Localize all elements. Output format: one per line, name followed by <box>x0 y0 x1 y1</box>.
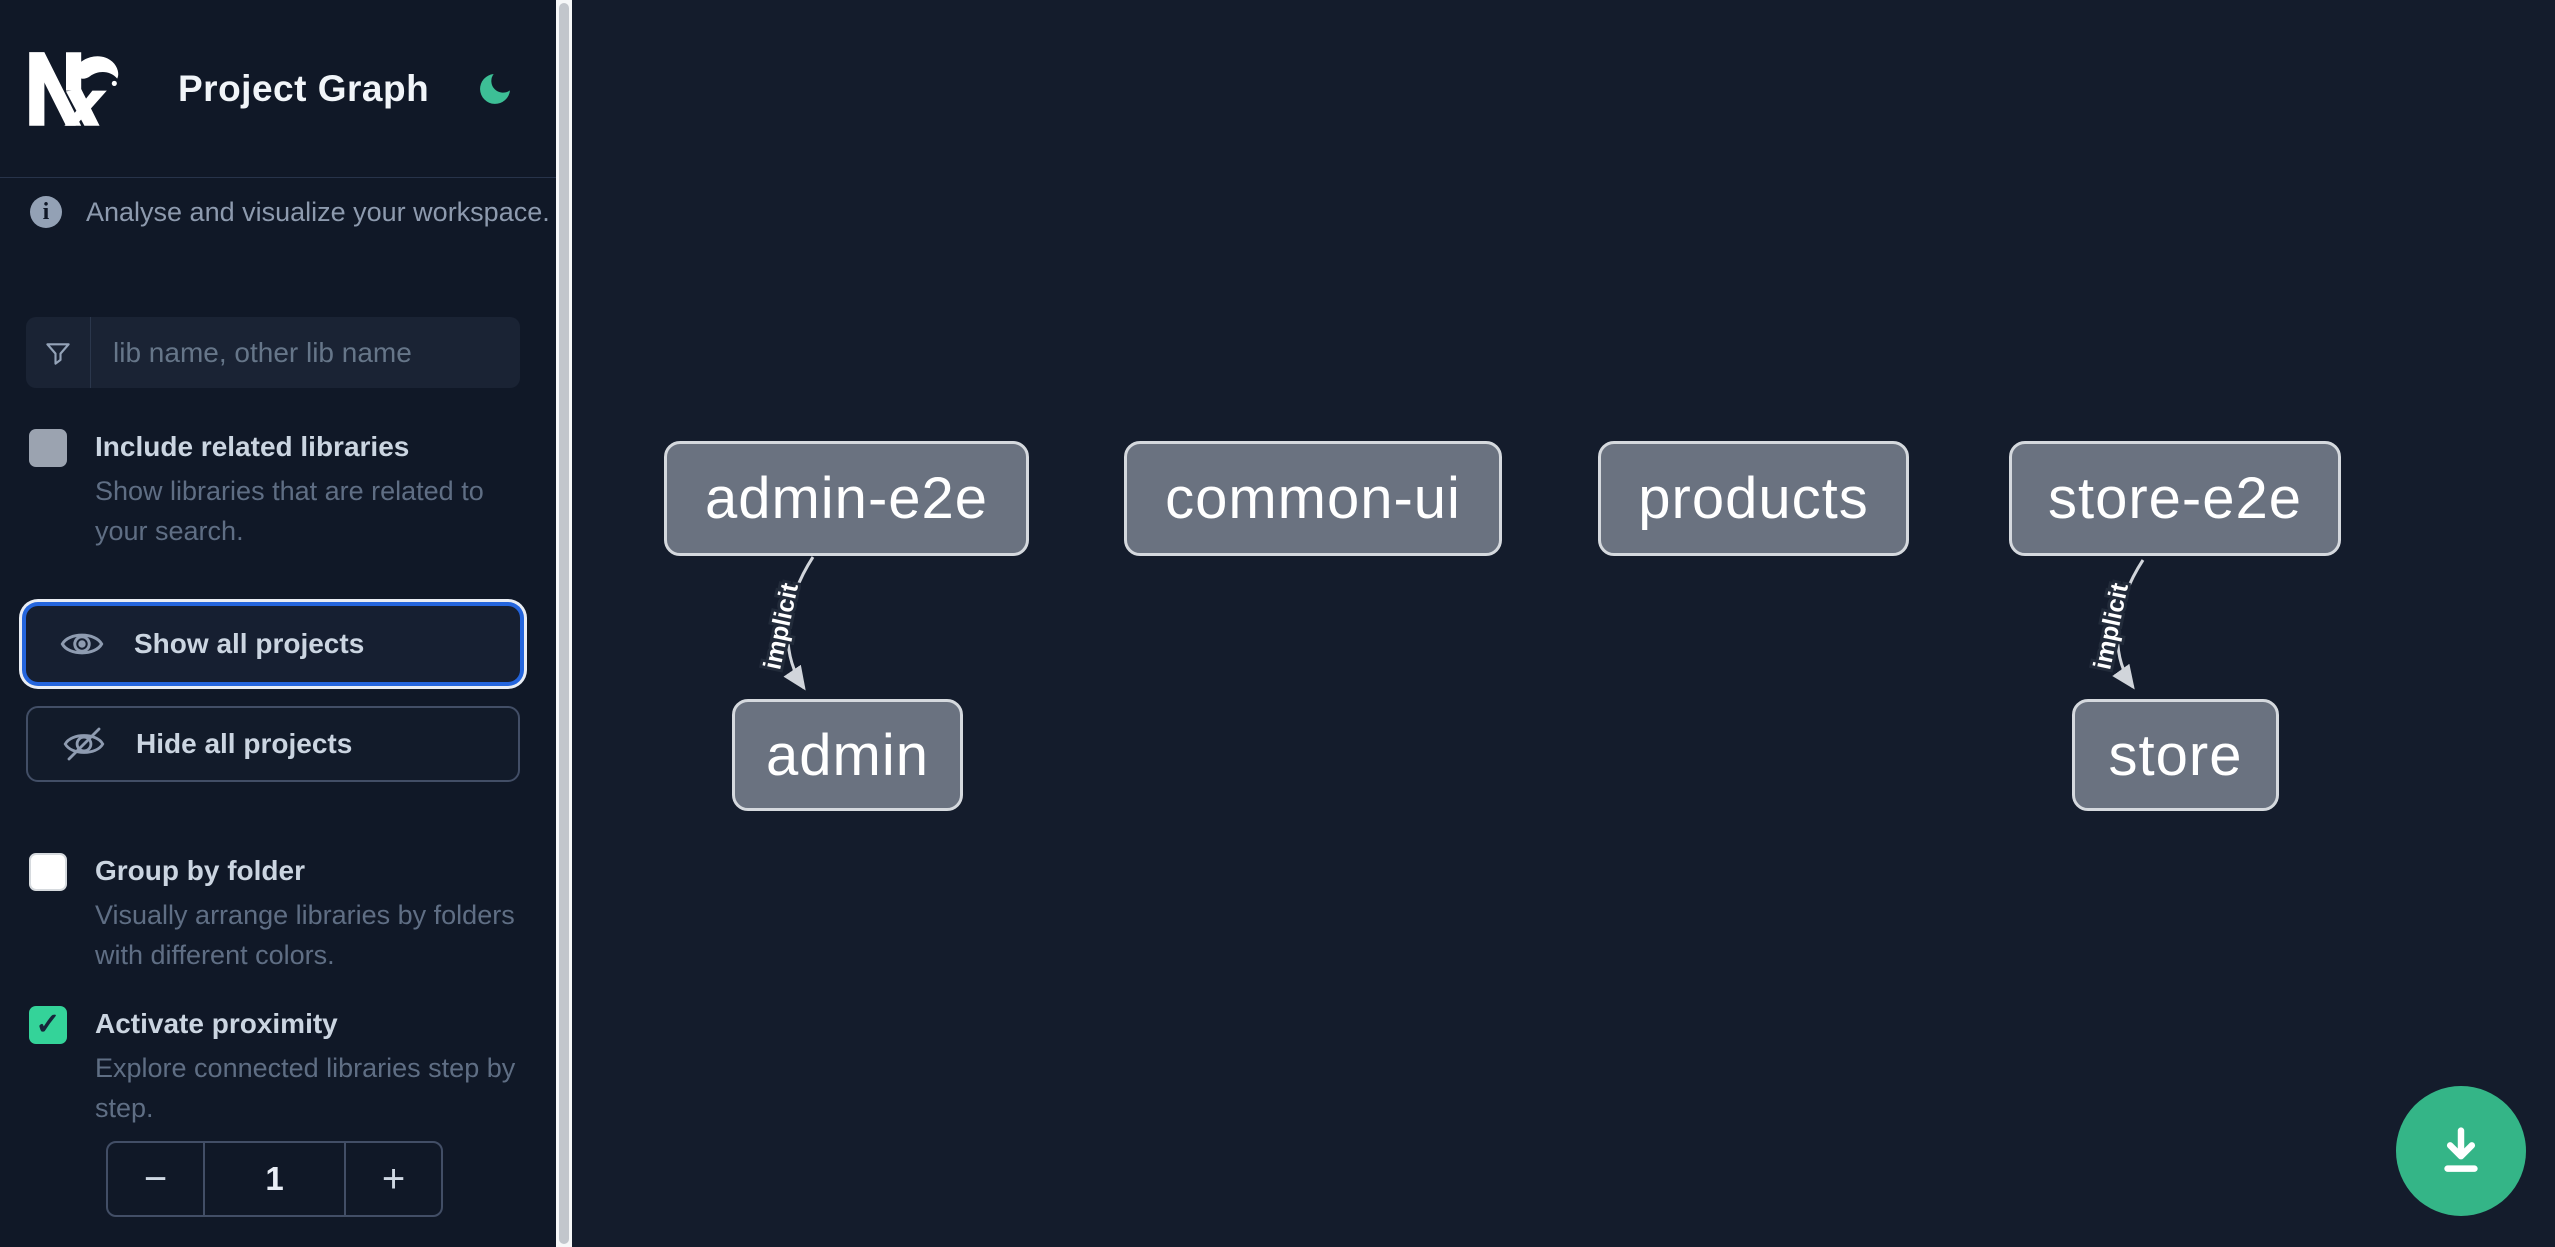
option-description: Show libraries that are related to your … <box>95 476 484 546</box>
decrement-button[interactable]: − <box>108 1143 205 1215</box>
project-node-admin-e2e[interactable]: admin-e2e <box>664 441 1029 556</box>
download-icon <box>2430 1119 2492 1184</box>
eye-off-icon <box>62 727 106 761</box>
theme-toggle-button[interactable] <box>475 69 515 109</box>
sidebar-header: Project Graph <box>0 0 556 178</box>
dependency-edges: implicit implicit <box>755 556 2145 691</box>
graph-canvas[interactable]: implicit implicit admin-e2e common-ui pr… <box>572 0 2555 1247</box>
option-label: Group by folder <box>95 855 305 886</box>
project-node-store[interactable]: store <box>2072 699 2279 811</box>
option-description: Visually arrange libraries by folders wi… <box>95 900 515 970</box>
edge-store-e2e-store[interactable] <box>2112 559 2145 690</box>
download-image-button[interactable] <box>2396 1086 2526 1216</box>
info-icon: i <box>30 196 62 228</box>
option-description: Explore connected libraries step by step… <box>95 1053 516 1123</box>
project-node-common-ui[interactable]: common-ui <box>1124 441 1502 556</box>
option-activate-proximity: Activate proximity Explore connected lib… <box>29 1004 529 1128</box>
nx-logo <box>26 47 122 131</box>
page-title: Project Graph <box>178 67 430 109</box>
checkbox-include-related-libraries[interactable] <box>29 429 67 467</box>
workspace-info: i Analyse and visualize your workspace. <box>30 196 550 228</box>
option-label: Include related libraries <box>95 431 410 462</box>
project-node-store-e2e[interactable]: store-e2e <box>2009 441 2341 556</box>
show-all-projects-label: Show all projects <box>134 628 365 659</box>
hide-all-projects-button[interactable]: Hide all projects <box>26 706 520 782</box>
filter-input[interactable] <box>91 317 520 388</box>
funnel-icon <box>26 317 91 388</box>
tagline-text: Analyse and visualize your workspace. <box>86 196 550 227</box>
show-all-projects-button[interactable]: Show all projects <box>26 606 520 682</box>
option-label: Activate proximity <box>95 1008 338 1039</box>
proximity-depth-value: 1 <box>265 1160 284 1197</box>
edge-label[interactable]: implicit <box>755 577 807 675</box>
hide-all-projects-label: Hide all projects <box>136 728 353 759</box>
eye-icon <box>60 627 104 661</box>
project-node-products[interactable]: products <box>1598 441 1909 556</box>
sidebar-scrollbar[interactable] <box>556 0 572 1247</box>
filter-input-group <box>26 317 520 388</box>
moon-icon <box>475 73 515 112</box>
edge-label[interactable]: implicit <box>2085 577 2137 675</box>
scrollbar-thumb[interactable] <box>559 3 569 1244</box>
option-include-related-libraries: Include related libraries Show libraries… <box>29 427 529 551</box>
edge-admin-e2e-admin[interactable] <box>783 556 815 691</box>
option-group-by-folder: Group by folder Visually arrange librari… <box>29 851 529 975</box>
checkbox-activate-proximity[interactable] <box>29 1006 67 1044</box>
proximity-depth-stepper: − 1 + <box>106 1141 443 1217</box>
project-node-admin[interactable]: admin <box>732 699 963 811</box>
increment-button[interactable]: + <box>344 1143 441 1215</box>
checkbox-group-by-folder[interactable] <box>29 853 67 891</box>
sidebar: Project Graph i Analyse and visualize yo… <box>0 0 556 1247</box>
